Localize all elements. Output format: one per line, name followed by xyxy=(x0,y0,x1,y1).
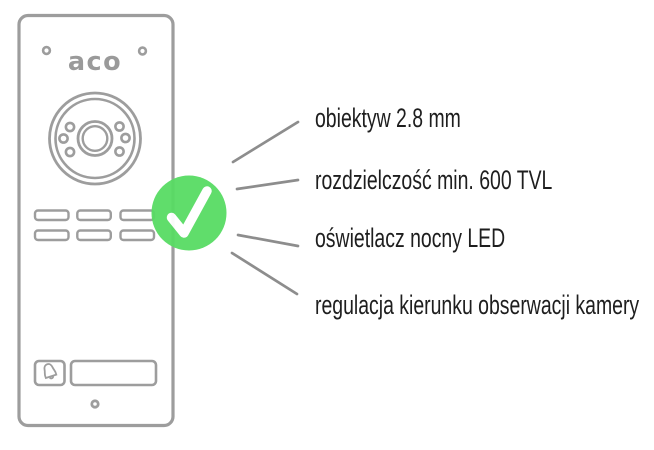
feature-label-night-led: oświetlacz nocny LED xyxy=(315,223,506,253)
callout-line-3 xyxy=(236,233,300,248)
speaker-vents-icon xyxy=(33,209,156,242)
callout-line-1 xyxy=(231,120,300,164)
screw-hole-top-right-icon xyxy=(137,46,148,56)
feature-label-camera-adjustment: regulacja kierunku obserwacji kamery xyxy=(315,290,640,320)
bell-icon xyxy=(43,363,58,380)
led-illuminator-holes-icon xyxy=(58,121,131,158)
screw-hole-bottom-icon xyxy=(90,399,100,409)
bell-button xyxy=(33,359,66,387)
screw-hole-top-left-icon xyxy=(41,45,52,56)
feature-label-resolution: rozdzielczość min. 600 TVL xyxy=(315,165,553,195)
callout-lines xyxy=(230,120,300,296)
camera-icon xyxy=(48,91,142,186)
callout-line-4 xyxy=(230,251,299,296)
brand-logo: aco xyxy=(68,47,122,77)
approval-badge xyxy=(151,175,227,251)
callout-line-2 xyxy=(235,178,300,191)
camera-lens-icon xyxy=(76,120,114,157)
feature-label-lens: obiektyw 2.8 mm xyxy=(315,103,461,133)
checkmark-icon xyxy=(166,186,212,238)
name-plate xyxy=(69,359,158,387)
intercom-panel xyxy=(17,13,175,428)
